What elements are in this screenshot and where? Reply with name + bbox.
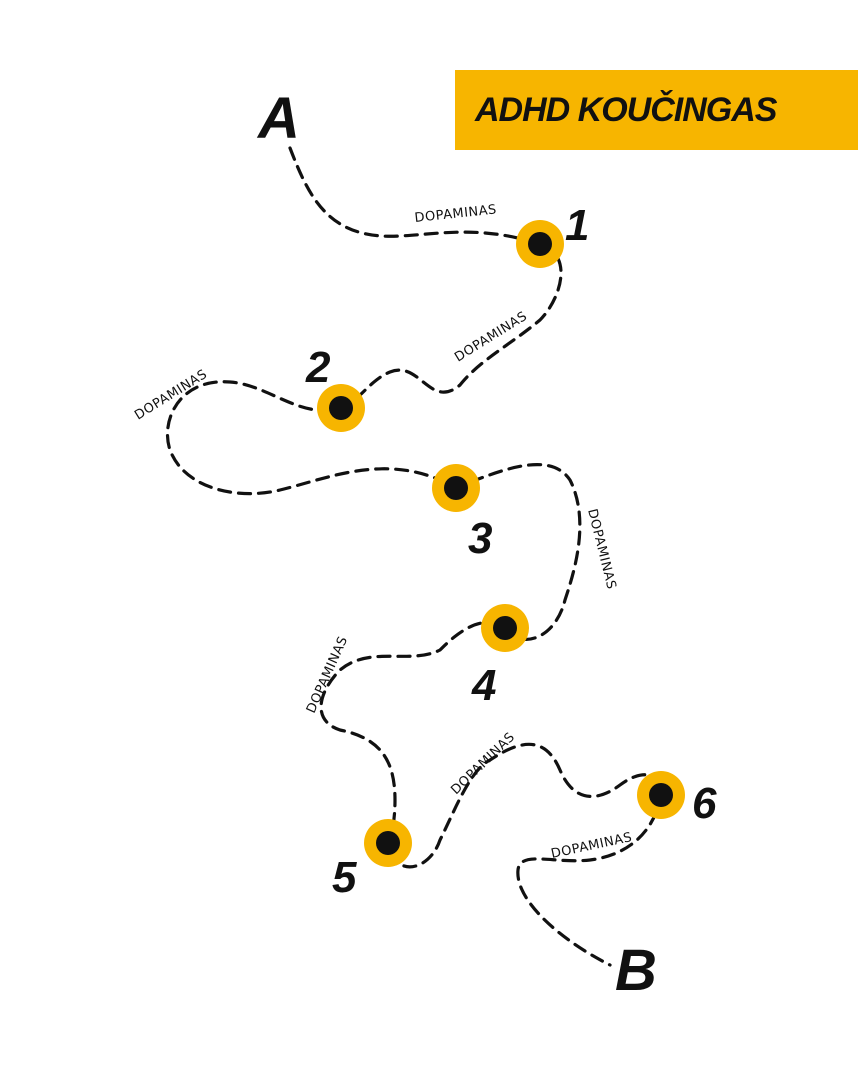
stop-number: 5 — [332, 853, 357, 902]
stop-1: 1 — [516, 201, 589, 268]
stop-dot — [528, 232, 552, 256]
stop-dot — [444, 476, 468, 500]
stop-number: 3 — [468, 514, 492, 563]
end-label: B — [615, 938, 657, 1003]
stop-4: 4 — [471, 604, 529, 710]
stop-number: 6 — [692, 779, 717, 828]
stop-dot — [376, 831, 400, 855]
segment-label: DOPAMINAS — [304, 634, 351, 716]
title-banner: ADHD KOUČINGAS — [455, 70, 858, 150]
stop-number: 1 — [565, 201, 589, 250]
stop-number: 2 — [305, 343, 331, 392]
stop-2: 2 — [305, 343, 365, 432]
segment-label: DOPAMINAS — [414, 202, 498, 226]
start-label: A — [256, 86, 300, 151]
stop-number: 4 — [471, 661, 496, 710]
segment-label: DOPAMINAS — [550, 830, 634, 862]
journey-path — [165, 146, 663, 967]
stop-dot — [329, 396, 353, 420]
stop-3: 3 — [432, 464, 492, 563]
stop-dot — [649, 783, 673, 807]
page-title: ADHD KOUČINGAS — [475, 90, 777, 129]
segment-label: DOPAMINAS — [584, 507, 619, 591]
stop-6: 6 — [637, 771, 717, 828]
segment-label: DOPAMINAS — [448, 730, 518, 798]
stop-5: 5 — [332, 819, 412, 902]
stop-dot — [493, 616, 517, 640]
